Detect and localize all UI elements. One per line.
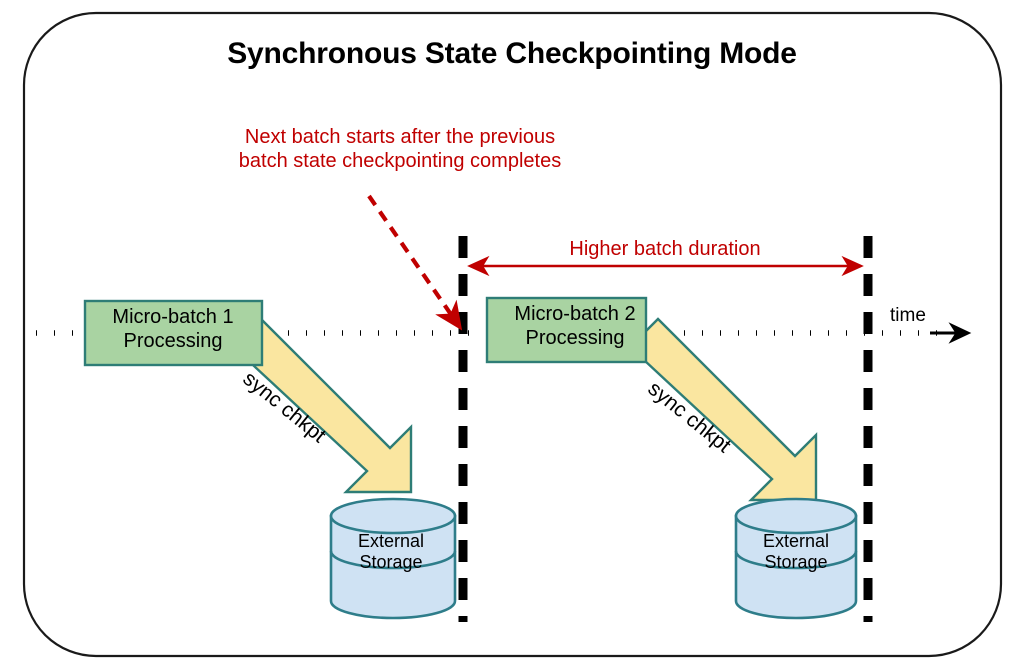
annotation-pointer-arrow [367,194,463,331]
external-storage-label-2: External Storage [762,531,830,573]
annotation-text: Next batch starts after the previous bat… [238,126,562,172]
external-storage-cylinder-1 [329,497,457,620]
outer-frame [22,11,1003,658]
diagram-title: Synchronous State Checkpointing Mode [227,37,797,70]
batch-duration-label: Higher batch duration [569,238,761,260]
external-storage-cylinder-2 [734,497,858,620]
micro-batch-box-2 [485,296,648,364]
sync-checkpoint-arrow-2 [628,317,818,502]
sync-checkpoint-arrow-1 [223,309,413,494]
micro-batch-label-1: Micro-batch 1 Processing [112,306,234,352]
time-axis-label: time [890,305,926,326]
micro-batch-label-2: Micro-batch 2 Processing [514,303,636,349]
external-storage-label-1: External Storage [357,531,425,573]
micro-batch-box-1 [83,299,264,367]
